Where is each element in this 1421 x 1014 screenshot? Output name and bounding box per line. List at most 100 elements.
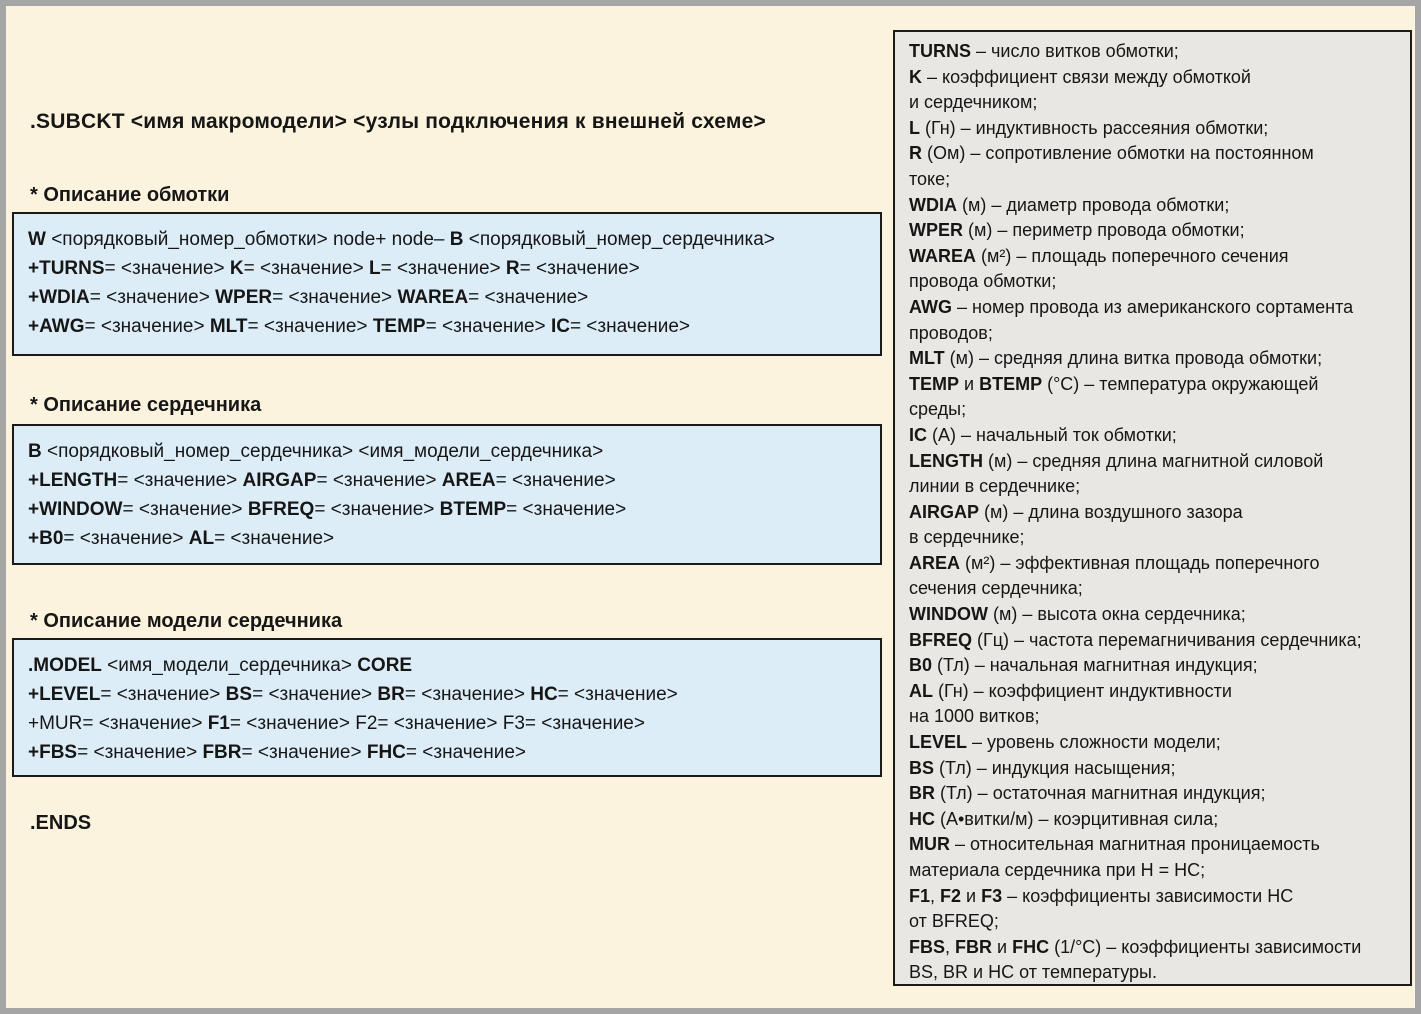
text-line: B0 (Тл) – начальная магнитная индукция; (909, 653, 1404, 679)
text-line: AIRGAP (м) – длина воздушного зазора (909, 500, 1404, 526)
plain-text: – относительная магнитная проницаемость (950, 834, 1320, 855)
keyword-text: TURNS (909, 41, 971, 61)
keyword-text: IC (909, 424, 927, 445)
text-line: в сердечнике; (909, 525, 1404, 551)
text-line: +LEVEL= <значение> BS= <значение> BR= <з… (28, 680, 868, 709)
text-line: R (Ом) – сопротивление обмотки на постоя… (909, 141, 1404, 167)
keyword-text: WINDOW (909, 604, 988, 625)
plain-text: = <значение> (506, 499, 627, 520)
legend-entry: TEMP и BTEMP (°C) – температура окружающ… (909, 372, 1404, 423)
text-line: среды; (909, 397, 1404, 423)
keyword-text: +B0 (28, 528, 64, 549)
plain-text: среды; (909, 399, 967, 420)
text-line: LENGTH (м) – средняя длина магнитной сил… (909, 449, 1404, 475)
text-line: и сердечником; (909, 90, 1404, 116)
text-line: +MUR= <значение> F1= <значение> F2= <зна… (28, 709, 868, 738)
plain-text: = <значение> (89, 287, 216, 308)
text-line: линии в сердечнике; (909, 474, 1404, 500)
text-line: L (Гн) – индуктивность рассеяния обмотки… (909, 116, 1404, 142)
ends-directive: .ENDS (30, 812, 92, 834)
keyword-text: HC (909, 808, 935, 829)
keyword-text: F3 (981, 885, 1003, 906)
plain-text: (Гн) – индуктивность рассеяния обмотки; (920, 117, 1269, 138)
plain-text: = <значение> (77, 742, 203, 763)
legend-entry: TURNS – число витков обмотки; (909, 39, 1404, 65)
legend-entry: BS (Тл) – индукция насыщения; (909, 756, 1404, 782)
keyword-text: +FBS (28, 742, 78, 763)
keyword-text: TEMP (909, 373, 960, 394)
text-line: AL (Гн) – коэффициент индуктивности (909, 679, 1404, 705)
plain-text: = <значение> (425, 316, 551, 337)
legend-entry: BFREQ (Гц) – частота перемагничивания се… (909, 628, 1404, 654)
legend-entry: BR (Тл) – остаточная магнитная индукция; (909, 781, 1404, 807)
plain-text: BS, BR и HC от температуры. (909, 962, 1157, 983)
keyword-text: BR (909, 783, 935, 804)
keyword-text: F1 (909, 885, 931, 906)
plain-text: (м²) – эффективная площадь поперечного (960, 552, 1320, 573)
keyword-text: IC (550, 316, 570, 337)
code-box-winding: W <порядковый_номер_обмотки> node+ node–… (12, 212, 882, 356)
section-heading-winding: * Описание обмотки (30, 184, 230, 206)
keyword-text: +WINDOW (28, 499, 123, 520)
keyword-text: R (909, 143, 922, 164)
plain-text: и сердечником; (909, 92, 1038, 113)
text-line: BS (Тл) – индукция насыщения; (909, 756, 1404, 782)
keyword-text: HC (530, 684, 558, 705)
text-line: токе; (909, 167, 1404, 193)
text-line: WDIA (м) – диаметр провода обмотки; (909, 193, 1404, 219)
keyword-text: F1 (207, 713, 230, 734)
keyword-text: MUR (909, 834, 950, 855)
text-line: на 1000 витков; (909, 704, 1404, 730)
keyword-text: LENGTH (909, 450, 983, 471)
text-line: WPER (м) – периметр провода обмотки; (909, 218, 1404, 244)
plain-text: (А•витки/м) – коэрцитивная сила; (935, 808, 1219, 829)
plain-text: = <значение> (405, 742, 526, 763)
plain-text: (Гц) – частота перемагничивания сердечни… (972, 629, 1362, 650)
plain-text: (м) – высота окна сердечника; (987, 604, 1246, 625)
plain-text: (°C) – температура окружающей (1042, 373, 1319, 394)
text-line: B <порядковый_номер_сердечника> <имя_мод… (28, 437, 868, 466)
legend-entry: B0 (Тл) – начальная магнитная индукция; (909, 653, 1404, 679)
plain-text: и (959, 373, 980, 394)
legend-entry: L (Гн) – индуктивность рассеяния обмотки… (909, 116, 1404, 142)
text-line: BFREQ (Гц) – частота перемагничивания се… (909, 628, 1404, 654)
text-line: IC (А) – начальный ток обмотки; (909, 423, 1404, 449)
text-line: WAREA (м²) – площадь поперечного сечения (909, 244, 1404, 270)
keyword-text: FBR (955, 936, 993, 957)
plain-text: сечения сердечника; (909, 578, 1083, 599)
keyword-text: W (28, 229, 46, 250)
legend-entry: R (Ом) – сопротивление обмотки на постоя… (909, 141, 1404, 192)
keyword-text: AWG (909, 296, 952, 317)
plain-text: = <значение> F2= <значение> F3= <значени… (229, 713, 645, 734)
legend-entry: MLT (м) – средняя длина витка провода об… (909, 346, 1404, 372)
plain-text: <порядковый_номер_сердечника> (463, 229, 775, 250)
plain-text: (м) – средняя длина витка провода обмотк… (944, 348, 1323, 369)
keyword-text: +WDIA (28, 287, 90, 308)
legend-entry: WAREA (м²) – площадь поперечного сечения… (909, 244, 1404, 295)
text-line: W <порядковый_номер_обмотки> node+ node–… (28, 225, 868, 254)
plain-text: = <значение> (63, 528, 189, 549)
legend-entry: AREA (м²) – эффективная площадь поперечн… (909, 551, 1404, 602)
plain-text: (м) – средняя длина магнитной силовой (983, 450, 1324, 471)
plain-text: (м) – диаметр провода обмотки; (957, 194, 1230, 215)
plain-text: <порядковый_номер_сердечника> <имя_модел… (41, 441, 604, 462)
text-line: +WINDOW= <значение> BFREQ= <значение> BT… (28, 495, 868, 524)
text-line: TEMP и BTEMP (°C) – температура окружающ… (909, 372, 1404, 398)
plain-text: провода обмотки; (909, 271, 1057, 292)
plain-text: – номер провода из американского сортаме… (952, 296, 1354, 317)
plain-text: , (945, 936, 956, 957)
keyword-text: WPER (909, 220, 963, 241)
keyword-text: +LENGTH (28, 470, 118, 491)
text-line: сечения сердечника; (909, 576, 1404, 602)
keyword-text: L (909, 117, 920, 138)
text-line: провода обмотки; (909, 269, 1404, 295)
plain-text: и (961, 885, 982, 906)
plain-text: = <значение> (100, 684, 226, 705)
text-line: проводов; (909, 321, 1404, 347)
plain-text: (м²) – площадь поперечного сечения (976, 245, 1289, 266)
keyword-text: AIRGAP (909, 501, 980, 522)
text-line: MUR – относительная магнитная проницаемо… (909, 832, 1404, 858)
